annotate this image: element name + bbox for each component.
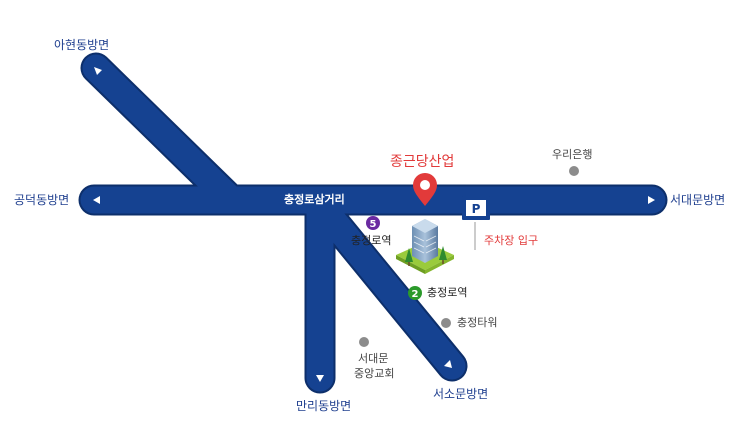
arrow-east-icon	[648, 196, 655, 204]
bank-dot-icon	[569, 166, 579, 176]
church-label-line1: 서대문	[358, 352, 389, 365]
bank-label: 우리은행	[552, 148, 593, 161]
church-dot-icon	[359, 337, 369, 347]
svg-text:5: 5	[370, 219, 377, 230]
church-label-line2: 중앙교회	[354, 367, 395, 380]
direction-label-west: 공덕동방면	[14, 193, 70, 207]
parking-entrance-label: 주차장 입구	[484, 234, 539, 247]
tower-dot-icon	[441, 318, 451, 328]
intersection-label: 충정로삼거리	[284, 193, 345, 206]
arrow-north-icon	[94, 67, 102, 75]
arrow-south-icon	[316, 375, 324, 382]
subway-line2-icon: 2	[408, 286, 422, 300]
roads	[78, 52, 668, 394]
tower-label: 충정타워	[457, 316, 498, 329]
arrow-southeast-icon	[444, 360, 452, 368]
station-line2-label: 충정로역	[427, 286, 468, 299]
road-north	[82, 54, 242, 211]
station-line5-label: 충정로역	[351, 234, 392, 247]
road-southeast	[306, 191, 466, 380]
direction-label-south: 만리동방면	[296, 399, 352, 413]
location-pin-icon	[413, 173, 437, 206]
direction-arrows	[93, 67, 655, 382]
direction-label-southeast: 서소문방면	[433, 387, 489, 401]
parking-icon: P	[462, 196, 490, 220]
arrow-west-icon	[93, 196, 100, 204]
svg-text:P: P	[472, 202, 481, 216]
building-icon	[396, 219, 454, 274]
direction-label-north: 아현동방면	[54, 38, 110, 52]
direction-label-east: 서대문방면	[670, 193, 726, 207]
subway-line5-icon: 5	[366, 216, 380, 230]
svg-text:2: 2	[412, 289, 419, 300]
company-name: 종근당산업	[390, 154, 455, 170]
